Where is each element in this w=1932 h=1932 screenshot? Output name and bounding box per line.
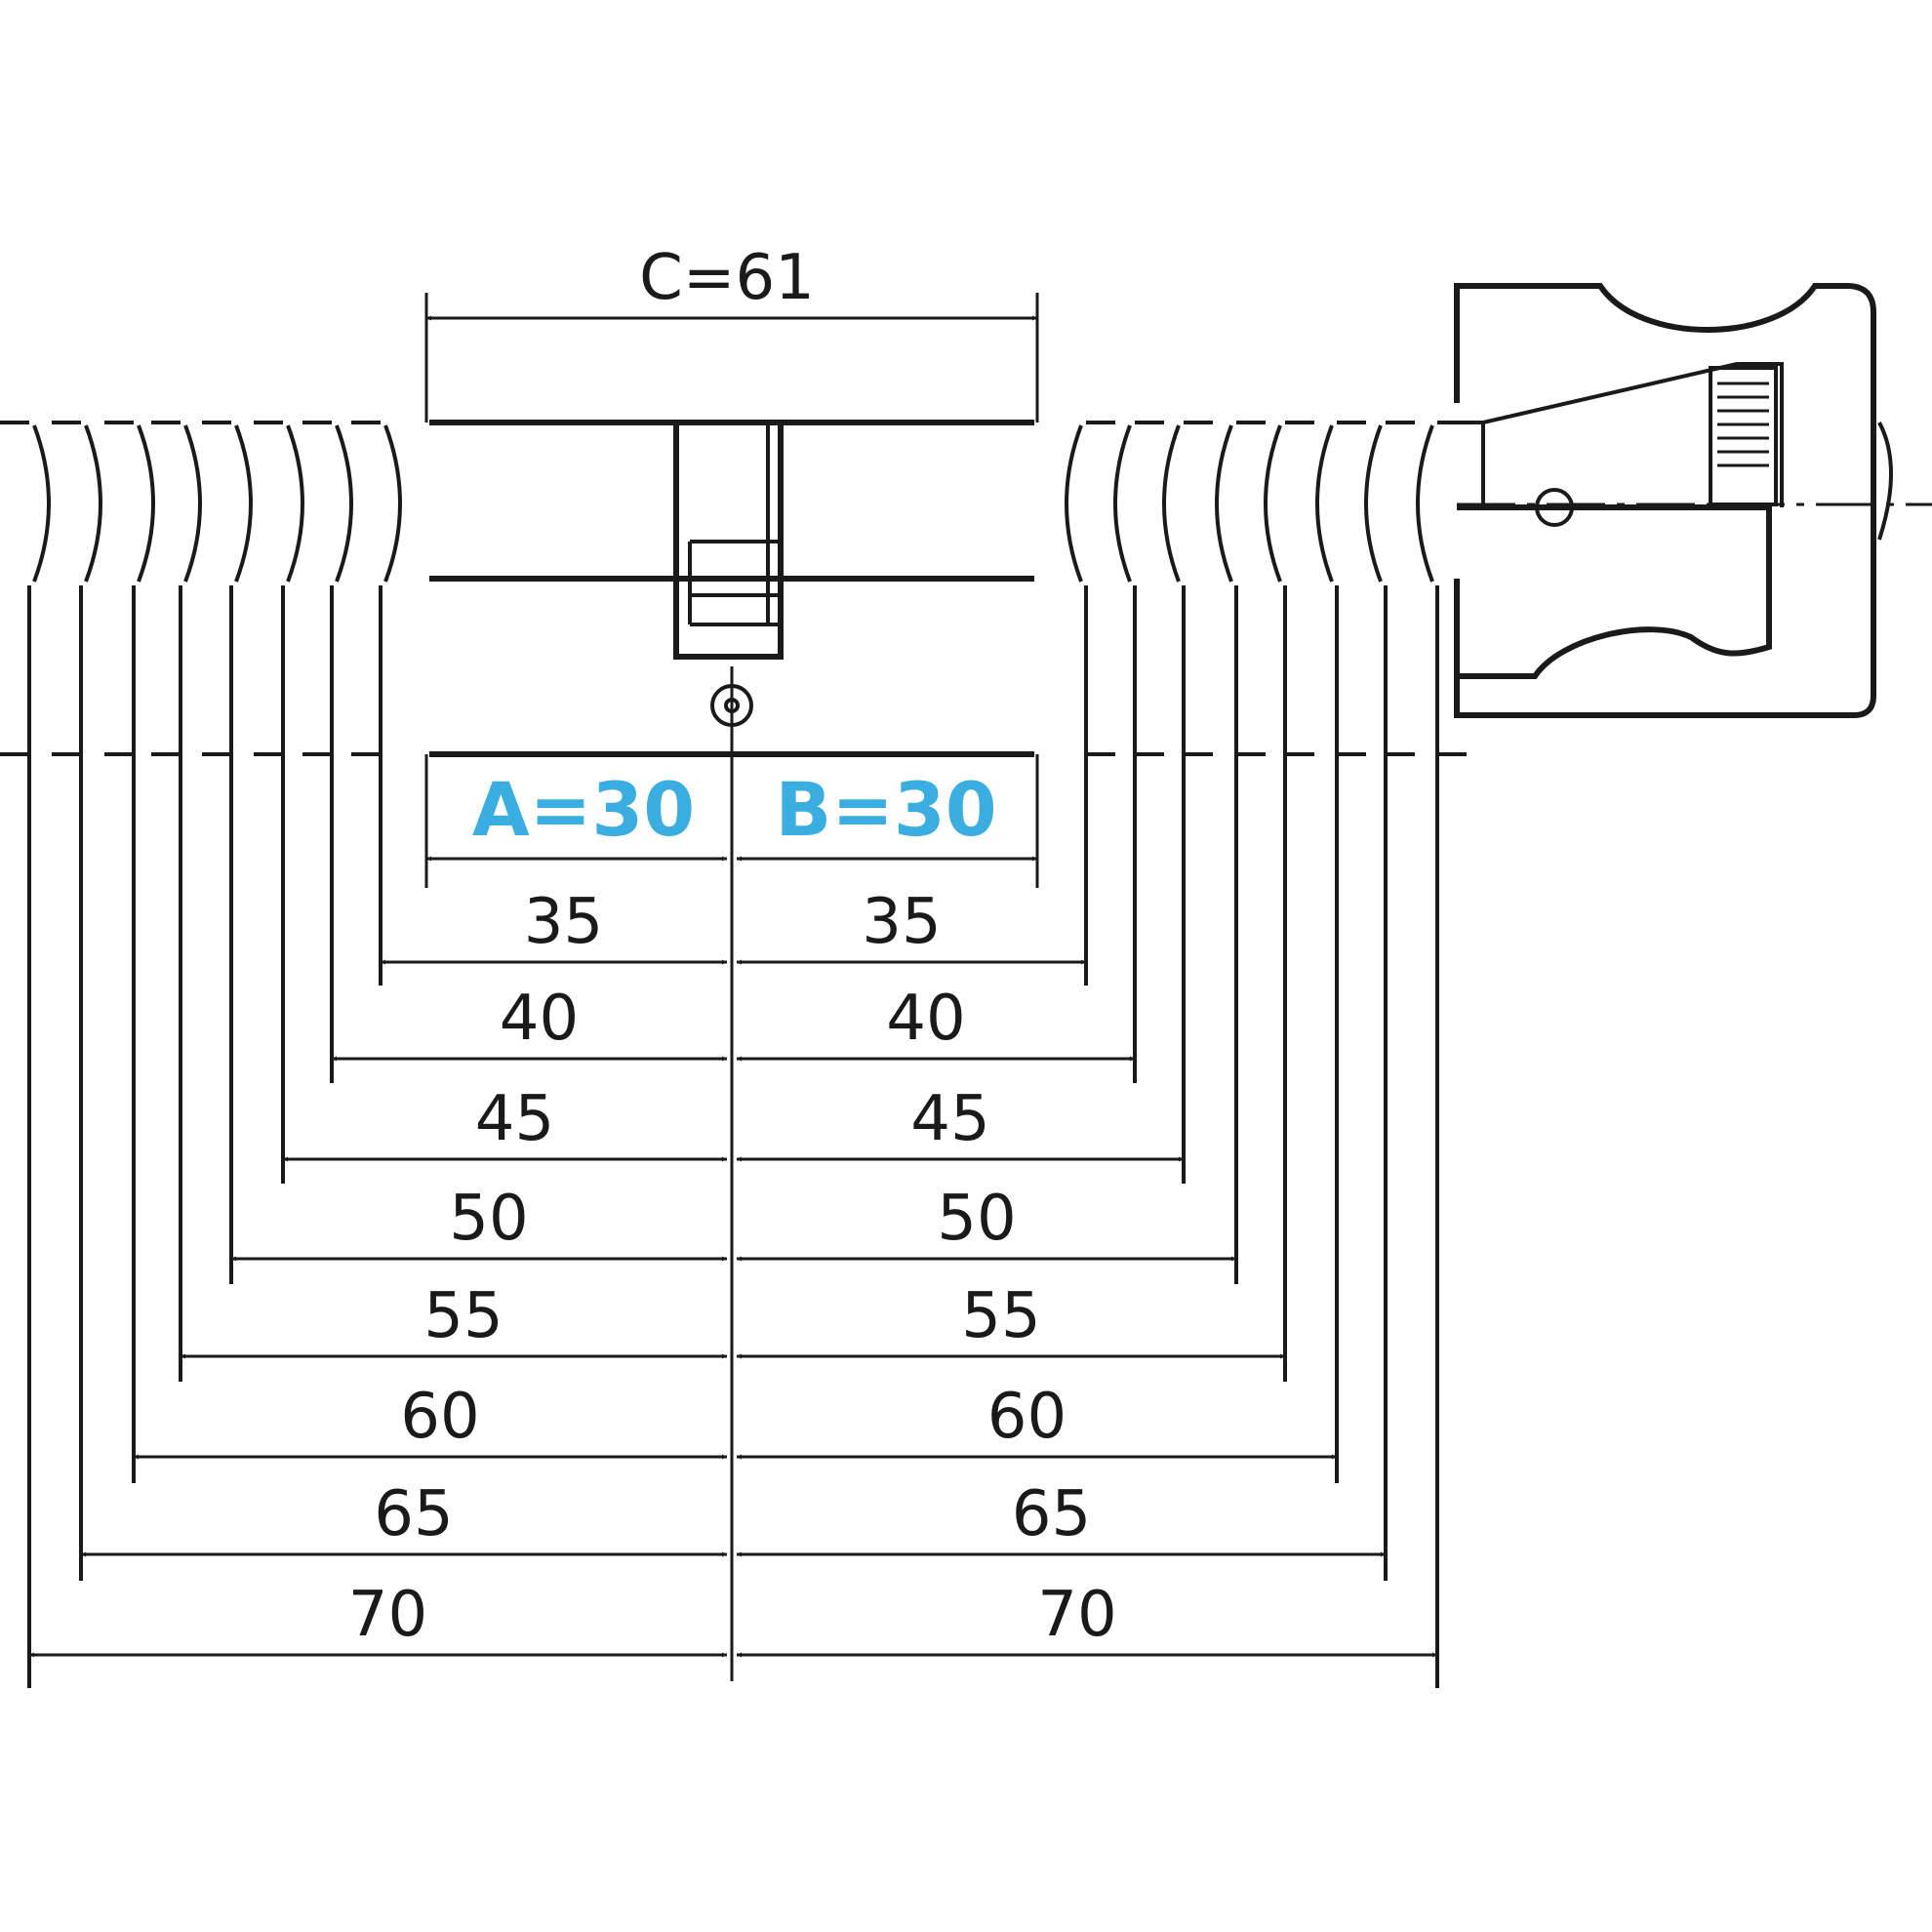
- left-profile-steps: [0, 421, 402, 1688]
- right-length-label: 60: [987, 1381, 1067, 1453]
- right-length-label: 35: [862, 886, 941, 958]
- right-profile-steps: [1065, 421, 1467, 1688]
- left-length-label: 40: [500, 983, 579, 1055]
- right-profile-curve: [1315, 424, 1334, 583]
- thumbturn-knob: [1454, 283, 1932, 718]
- right-length-label: 65: [1012, 1478, 1091, 1550]
- left-length-label: 60: [400, 1381, 479, 1453]
- right-length-label: 55: [961, 1280, 1040, 1352]
- right-length-label: 50: [937, 1183, 1016, 1255]
- left-length-label: 65: [374, 1478, 453, 1550]
- right-profile-curve: [1364, 424, 1383, 583]
- left-profile-curve: [32, 424, 51, 583]
- right-profile-curve: [1162, 424, 1181, 583]
- left-profile-curve: [137, 424, 155, 583]
- left-length-label: 35: [524, 886, 603, 958]
- left-length-label: 70: [348, 1579, 427, 1651]
- length-dimensions: 35 40 45 50 55 60 65 70 35 40 45 50 55 60 65 70: [29, 886, 1437, 1658]
- side-b-label: B=30: [775, 766, 996, 853]
- overall-length-label: C=61: [639, 242, 815, 314]
- left-profile-curve: [286, 424, 304, 583]
- right-profile-curve: [1215, 424, 1233, 583]
- left-profile-curve: [383, 424, 402, 583]
- right-length-label: 40: [886, 983, 965, 1055]
- left-length-label: 50: [449, 1183, 528, 1255]
- overall-dimension: C=61: [424, 242, 1039, 423]
- left-profile-curve: [335, 424, 353, 583]
- left-length-label: 55: [423, 1280, 503, 1352]
- right-profile-curve: [1113, 424, 1132, 583]
- right-profile-curve: [1264, 424, 1282, 583]
- left-profile-curve: [84, 424, 102, 583]
- left-profile-curve: [234, 424, 253, 583]
- left-profile-curve: [183, 424, 202, 583]
- right-length-label: 70: [1037, 1579, 1116, 1651]
- ab-dimension: A=30 B=30: [424, 754, 1039, 888]
- left-length-label: 45: [475, 1083, 554, 1155]
- side-a-label: A=30: [472, 766, 695, 853]
- right-profile-curve: [1065, 424, 1083, 583]
- right-profile-curve: [1416, 424, 1434, 583]
- right-length-label: 45: [910, 1083, 989, 1155]
